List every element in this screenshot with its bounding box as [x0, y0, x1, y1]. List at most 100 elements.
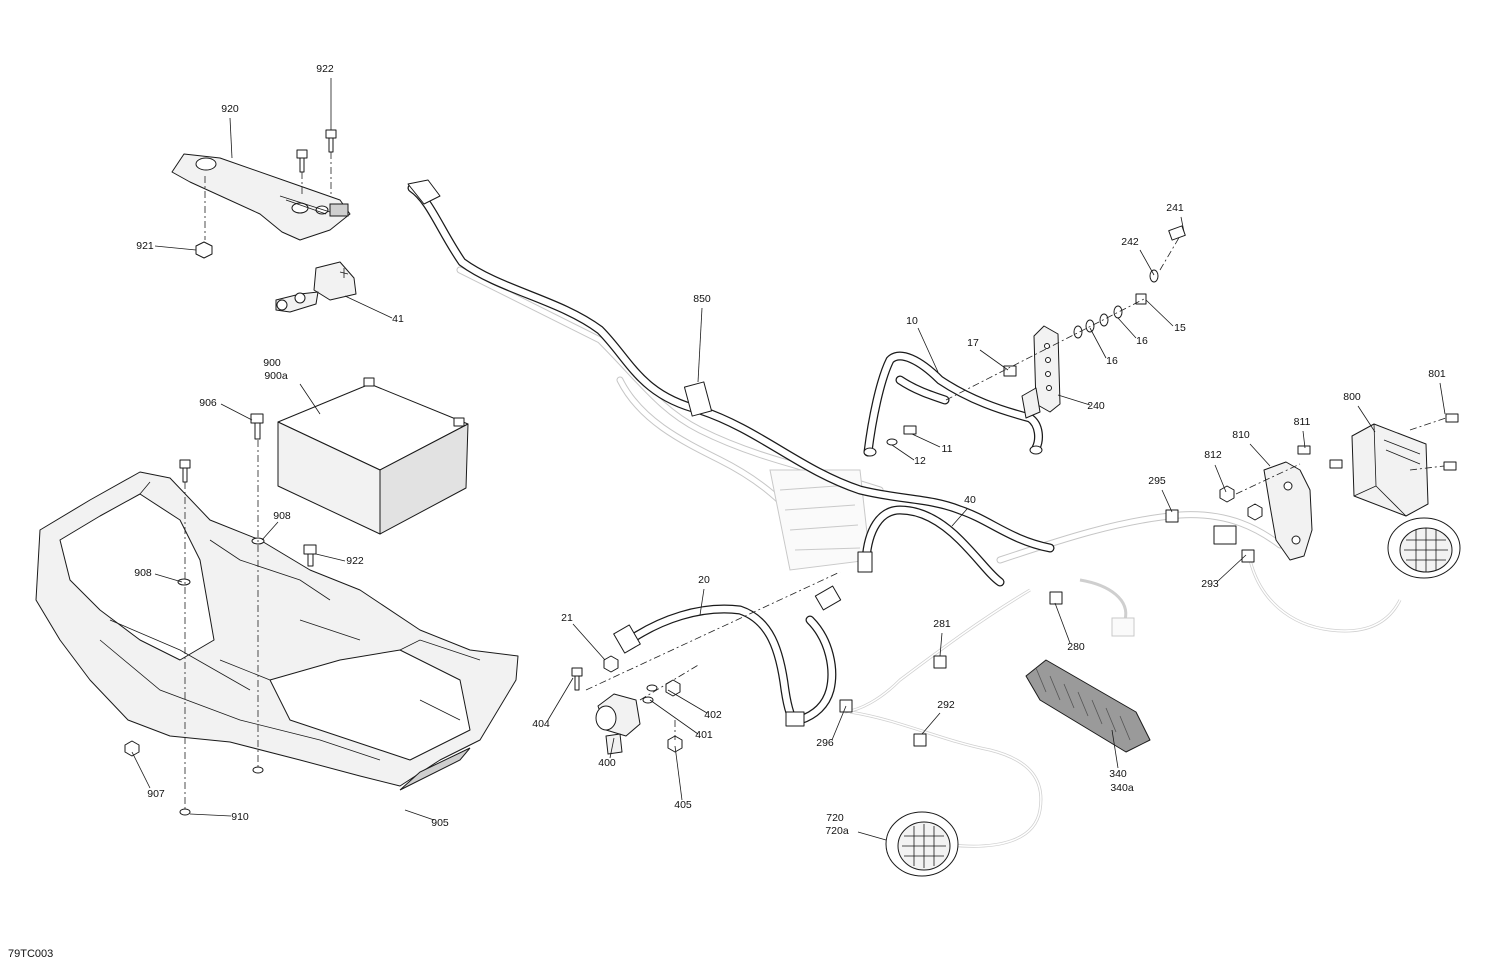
cable-10 — [863, 351, 1043, 457]
callout-label-c241: 241 — [1166, 202, 1184, 214]
leader-line-c21 — [572, 623, 606, 661]
drawing-code: 79TC003 — [8, 948, 54, 960]
lamp-720 — [885, 811, 959, 877]
bracket-240 — [886, 225, 1186, 446]
callout-label-c21: 21 — [561, 612, 573, 624]
callout-label-c810: 810 — [1232, 429, 1250, 441]
callout-label-c908a: 908 — [273, 510, 291, 522]
callout-label-c340a: 340a — [1110, 782, 1134, 794]
callout-label-c242: 242 — [1121, 236, 1139, 248]
leader-line-c908a — [261, 521, 279, 541]
leader-line-c405 — [674, 745, 683, 801]
callout-label-c720: 720 — [826, 812, 844, 824]
battery-900 — [277, 377, 469, 535]
leader-line-c293 — [1217, 554, 1247, 582]
callout-label-c900: 900 — [263, 357, 281, 369]
cable-20 — [613, 585, 842, 727]
leader-line-c910 — [189, 813, 232, 817]
callout-label-c801: 801 — [1428, 368, 1446, 380]
callout-label-c920: 920 — [221, 103, 239, 115]
leader-line-c292 — [921, 712, 941, 735]
callout-label-c280: 280 — [1067, 641, 1085, 653]
terminal-cover-41 — [275, 261, 357, 313]
callout-label-c922b: 922 — [346, 555, 364, 567]
leader-line-c800 — [1357, 405, 1376, 433]
relay-400 — [571, 571, 841, 755]
bolts-920 — [195, 129, 337, 259]
leader-line-c241 — [1180, 216, 1185, 233]
callout-label-c17: 17 — [967, 337, 979, 349]
battery-tray-905 — [35, 471, 519, 791]
leader-line-c242 — [1139, 249, 1155, 276]
leader-line-c40 — [951, 508, 968, 527]
callout-label-c922a: 922 — [316, 63, 334, 75]
leader-line-c280 — [1054, 602, 1071, 644]
callout-label-c40: 40 — [964, 494, 976, 506]
callout-label-c12: 12 — [914, 455, 926, 467]
leader-line-c908b — [154, 573, 183, 583]
leader-line-c811 — [1302, 430, 1306, 449]
leader-line-c801 — [1439, 382, 1446, 415]
leader-line-c810 — [1249, 443, 1271, 467]
lamp-right — [1387, 517, 1461, 579]
harness-40 — [857, 505, 1005, 587]
leader-line-c404 — [547, 677, 574, 721]
callout-label-c720a: 720a — [825, 825, 849, 837]
leader-line-c401 — [649, 699, 699, 735]
leader-line-c16b — [1089, 327, 1107, 359]
leader-line-c10 — [917, 327, 939, 373]
callout-label-c281: 281 — [933, 618, 951, 630]
leader-line-c296 — [831, 705, 847, 741]
callout-label-c401: 401 — [695, 729, 713, 741]
callout-label-c900a: 900a — [264, 370, 288, 382]
callout-label-c240: 240 — [1087, 400, 1105, 412]
callout-label-c295: 295 — [1148, 475, 1166, 487]
leader-line-c15 — [1145, 299, 1174, 327]
bracket-810 — [1219, 445, 1343, 561]
callout-label-c812: 812 — [1204, 449, 1222, 461]
leader-line-c12 — [891, 444, 915, 461]
leader-line-c907 — [131, 751, 151, 789]
callout-label-c906: 906 — [199, 397, 217, 409]
leader-line-c922b — [315, 553, 346, 562]
callout-label-c811: 811 — [1294, 416, 1311, 428]
callout-label-c10: 10 — [906, 315, 918, 327]
callout-label-c850: 850 — [693, 293, 711, 305]
callout-label-c405: 405 — [674, 799, 692, 811]
leader-line-c281 — [939, 632, 943, 657]
leader-line-c402 — [667, 689, 708, 714]
callout-label-c402: 402 — [704, 709, 722, 721]
callout-label-c11: 11 — [942, 443, 953, 455]
duct-340 — [1025, 659, 1151, 753]
connectors — [839, 509, 1255, 747]
leader-line-c340 — [1111, 729, 1119, 769]
leader-line-c41 — [344, 295, 393, 319]
leader-line-c905 — [404, 809, 435, 821]
callout-label-c340: 340 — [1109, 768, 1127, 780]
leader-line-c920 — [229, 117, 233, 159]
callout-label-c905: 905 — [431, 817, 449, 829]
leader-line-c20 — [699, 588, 705, 616]
leader-line-c720a — [857, 831, 887, 841]
callout-label-c910: 910 — [231, 811, 249, 823]
callout-label-c800: 800 — [1343, 391, 1361, 403]
callout-label-c907: 907 — [147, 788, 165, 800]
callout-label-c16a: 16 — [1136, 335, 1148, 347]
leader-line-c17 — [979, 349, 1009, 371]
bracket-920 — [171, 153, 351, 241]
leader-line-c16a — [1117, 317, 1137, 339]
callout-label-c908b: 908 — [134, 567, 152, 579]
callout-label-c16b: 16 — [1106, 355, 1118, 367]
leader-line-c11 — [911, 433, 941, 448]
leader-line-c900a — [299, 383, 321, 415]
callout-label-c41: 41 — [392, 313, 404, 325]
main-harness-850 — [407, 179, 1055, 553]
callout-label-c293: 293 — [1201, 578, 1219, 590]
tray-fasteners — [124, 413, 317, 816]
callout-label-c15: 15 — [1174, 322, 1186, 334]
module-800 — [1351, 413, 1459, 517]
callout-label-c296: 296 — [816, 737, 834, 749]
